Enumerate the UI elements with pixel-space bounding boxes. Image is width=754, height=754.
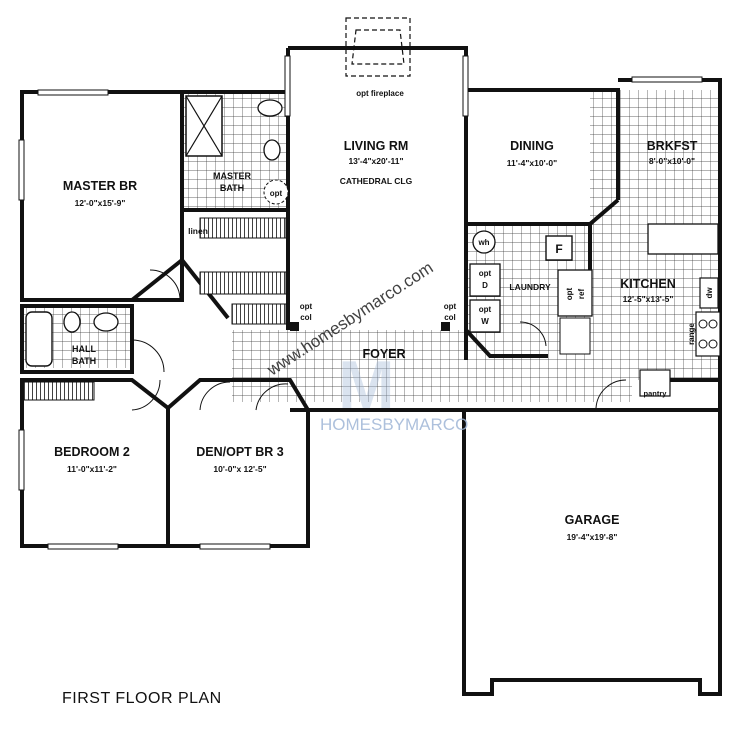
garage-label: GARAGE: [565, 513, 620, 527]
master-bath-label-1: MASTER: [213, 171, 252, 181]
col-1-label: col: [300, 313, 312, 322]
dining-dims: 11'-4"x10'-0": [507, 158, 557, 168]
opt-label: opt: [270, 189, 283, 198]
plan-title: FIRST FLOOR PLAN: [62, 690, 222, 707]
pantry-label: pantry: [644, 389, 668, 398]
range-label: range: [687, 323, 696, 345]
brkfst-label: BRKFST: [647, 139, 698, 153]
hall-bath-label-2: BATH: [72, 356, 96, 366]
room-labels: MASTER BR 12'-0"x15'-9" MASTER BATH opt …: [54, 89, 714, 542]
windows: [18, 55, 703, 550]
hall-bath-label-1: HALL: [72, 344, 96, 354]
dw-label: dw: [705, 287, 714, 299]
opt-ref-label-2: ref: [577, 289, 586, 300]
master-br-label: MASTER BR: [63, 179, 137, 193]
wh-label: wh: [477, 238, 489, 247]
opt-w-label-2: W: [481, 317, 489, 326]
living-rm-dims: 13'-4"x20'-11": [348, 156, 403, 166]
foyer-label: FOYER: [362, 347, 405, 361]
laundry-label: LAUNDRY: [509, 282, 551, 292]
fireplace-label: opt fireplace: [356, 89, 404, 98]
opt-d-label-1: opt: [479, 269, 492, 278]
opt-d-label-2: D: [482, 281, 488, 290]
linen-label: linen: [188, 226, 208, 236]
door-swings: [131, 269, 627, 411]
den-dims: 10'-0"x 12'-5": [213, 464, 266, 474]
bedroom2-label: BEDROOM 2: [54, 445, 130, 459]
opt-col-1-label: opt: [300, 302, 313, 311]
dining-label: DINING: [510, 139, 554, 153]
opt-col-2-label: opt: [444, 302, 457, 311]
brkfst-dims: 8'-0"x10'-0": [649, 156, 695, 166]
den-label: DEN/OPT BR 3: [196, 445, 284, 459]
garage-dims: 19'-4"x19'-8": [567, 532, 618, 542]
columns: [290, 322, 450, 331]
master-br-dims: 12'-0"x15'-9": [75, 198, 126, 208]
closets: [23, 217, 287, 401]
col-2-label: col: [444, 313, 456, 322]
hall-bath-fixtures: [25, 311, 119, 367]
master-bath-label-2: BATH: [220, 183, 244, 193]
laundry-kitchen-fixtures: [469, 223, 721, 397]
opt-ref-label-1: opt: [565, 287, 574, 300]
watermark-logo-text: HOMESBYMARCO: [320, 415, 468, 434]
opt-w-label-1: opt: [479, 305, 492, 314]
master-bath-fixtures: [185, 95, 289, 205]
living-rm-label: LIVING RM: [344, 139, 409, 153]
bedroom2-dims: 11'-0"x11'-2": [67, 464, 117, 474]
kitchen-dims: 12'-5"x13'-5": [623, 294, 674, 304]
watermark-logo-letter: M: [338, 347, 395, 423]
kitchen-label: KITCHEN: [620, 277, 676, 291]
furnace-label: F: [555, 242, 562, 256]
fireplace: [345, 17, 411, 77]
living-rm-note: CATHEDRAL CLG: [340, 176, 413, 186]
